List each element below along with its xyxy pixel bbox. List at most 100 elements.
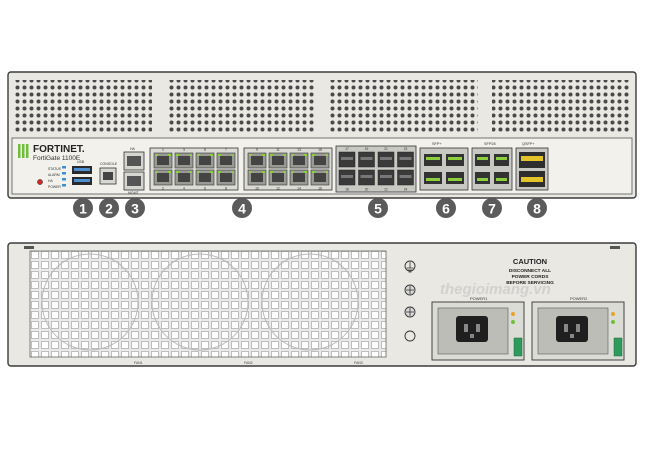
link-led bbox=[291, 154, 294, 156]
port-number: 9 bbox=[256, 148, 258, 152]
watermark: thegioimang.vn bbox=[440, 281, 551, 298]
rj45-jack bbox=[178, 173, 190, 182]
port-number: 3 bbox=[183, 148, 185, 152]
callout-marker-3: 3 bbox=[125, 198, 145, 218]
rj45-jack bbox=[178, 156, 190, 165]
rj45-jack bbox=[272, 173, 284, 182]
port-number: 7 bbox=[225, 148, 227, 152]
model-name: FortiGate 1100E bbox=[33, 155, 81, 162]
rj45-jack bbox=[199, 156, 211, 165]
power-label: POWER1 bbox=[470, 296, 488, 301]
port-number: 18 bbox=[345, 188, 349, 192]
power-label: POWER2 bbox=[570, 296, 588, 301]
mgmt-ports: HA MGMT bbox=[123, 147, 145, 195]
port-number: 8 bbox=[225, 187, 227, 191]
fan-grille: FAN1 FAN2 FAN3 bbox=[29, 250, 387, 365]
link-led bbox=[304, 171, 307, 173]
callout-number: 6 bbox=[442, 201, 450, 217]
callout-markers: 1 2 3 4 5 6 7 8 bbox=[73, 198, 547, 218]
callout-circle bbox=[436, 198, 456, 218]
port-number: 2 bbox=[162, 187, 164, 191]
link-led bbox=[283, 154, 286, 156]
rj45-jack bbox=[251, 156, 263, 165]
callout-marker-4: 4 bbox=[232, 198, 252, 218]
sfp-slot bbox=[399, 157, 412, 160]
led-label: POWER bbox=[48, 185, 61, 189]
link-led bbox=[176, 171, 179, 173]
rj45-jack bbox=[293, 173, 305, 182]
sfp-plus-label: SFP+ bbox=[432, 142, 442, 146]
power-supply-1: POWER1 bbox=[431, 296, 525, 361]
usb-ports: USB bbox=[72, 160, 92, 185]
port-number: 17 bbox=[345, 147, 349, 151]
rj45-jack bbox=[220, 173, 232, 182]
link-led bbox=[218, 154, 221, 156]
caution-line: POWER CORDS bbox=[512, 274, 550, 280]
port-number: 16 bbox=[318, 187, 322, 191]
link-led bbox=[197, 171, 200, 173]
link-led bbox=[189, 171, 192, 173]
ha-label: HA bbox=[130, 147, 136, 151]
rj45-jack bbox=[314, 156, 326, 165]
link-led bbox=[325, 154, 328, 156]
status-leds: STATUS ALARM HA POWER bbox=[37, 166, 66, 189]
link-led bbox=[262, 154, 265, 156]
sfp28-label: SFP28 bbox=[484, 142, 496, 146]
link-led bbox=[218, 171, 221, 173]
callout-number: 2 bbox=[105, 201, 113, 217]
callout-marker-8: 8 bbox=[527, 198, 547, 218]
sfp-slot bbox=[341, 157, 353, 160]
link-led bbox=[231, 171, 234, 173]
port-number: 4 bbox=[183, 187, 185, 191]
callout-marker-1: 1 bbox=[73, 198, 93, 218]
power-supply-2: POWER2 bbox=[531, 296, 625, 361]
port-number: 24 bbox=[404, 188, 408, 192]
callout-number: 1 bbox=[79, 201, 87, 217]
port-number: 23 bbox=[404, 147, 408, 151]
ground-icon bbox=[404, 260, 416, 272]
port-number: 10 bbox=[255, 187, 259, 191]
link-led bbox=[176, 154, 179, 156]
sfp-slot bbox=[360, 157, 373, 160]
callout-number: 5 bbox=[374, 201, 382, 217]
link-led bbox=[231, 154, 234, 156]
callout-circle bbox=[125, 198, 145, 218]
link-led bbox=[325, 171, 328, 173]
link-led bbox=[270, 171, 273, 173]
callout-circle bbox=[482, 198, 502, 218]
link-led bbox=[168, 171, 171, 173]
callout-circle bbox=[99, 198, 119, 218]
port-number: 1 bbox=[162, 148, 164, 152]
mgmt-label: MGMT bbox=[128, 191, 140, 195]
console-label: CONSOLE bbox=[100, 162, 118, 166]
qsfp-label: QSFP+ bbox=[522, 142, 535, 146]
rj45-jack bbox=[251, 173, 263, 182]
callout-marker-2: 2 bbox=[99, 198, 119, 218]
front-vent bbox=[492, 80, 630, 132]
fan-label: FAN2 bbox=[244, 361, 253, 365]
front-vent bbox=[330, 80, 478, 132]
callout-marker-7: 7 bbox=[482, 198, 502, 218]
port-number: 6 bbox=[204, 187, 206, 191]
port-number: 14 bbox=[297, 187, 301, 191]
link-led bbox=[270, 154, 273, 156]
link-led bbox=[249, 154, 252, 156]
link-led bbox=[283, 171, 286, 173]
callout-circle bbox=[527, 198, 547, 218]
link-led bbox=[168, 154, 171, 156]
callout-circle bbox=[232, 198, 252, 218]
power-socket-icon bbox=[456, 316, 488, 342]
fortinet-logo: FORTINET. FortiGate 1100E bbox=[18, 144, 85, 162]
link-led bbox=[304, 154, 307, 156]
sfp-slot bbox=[380, 175, 392, 178]
led-label: ALARM bbox=[48, 173, 60, 177]
rj45-jack bbox=[157, 156, 169, 165]
sfp-slot bbox=[360, 175, 373, 178]
port-number: 20 bbox=[365, 188, 369, 192]
link-led bbox=[210, 171, 213, 173]
caution-line: DISCONNECT ALL bbox=[509, 268, 551, 274]
callout-number: 3 bbox=[131, 201, 139, 217]
